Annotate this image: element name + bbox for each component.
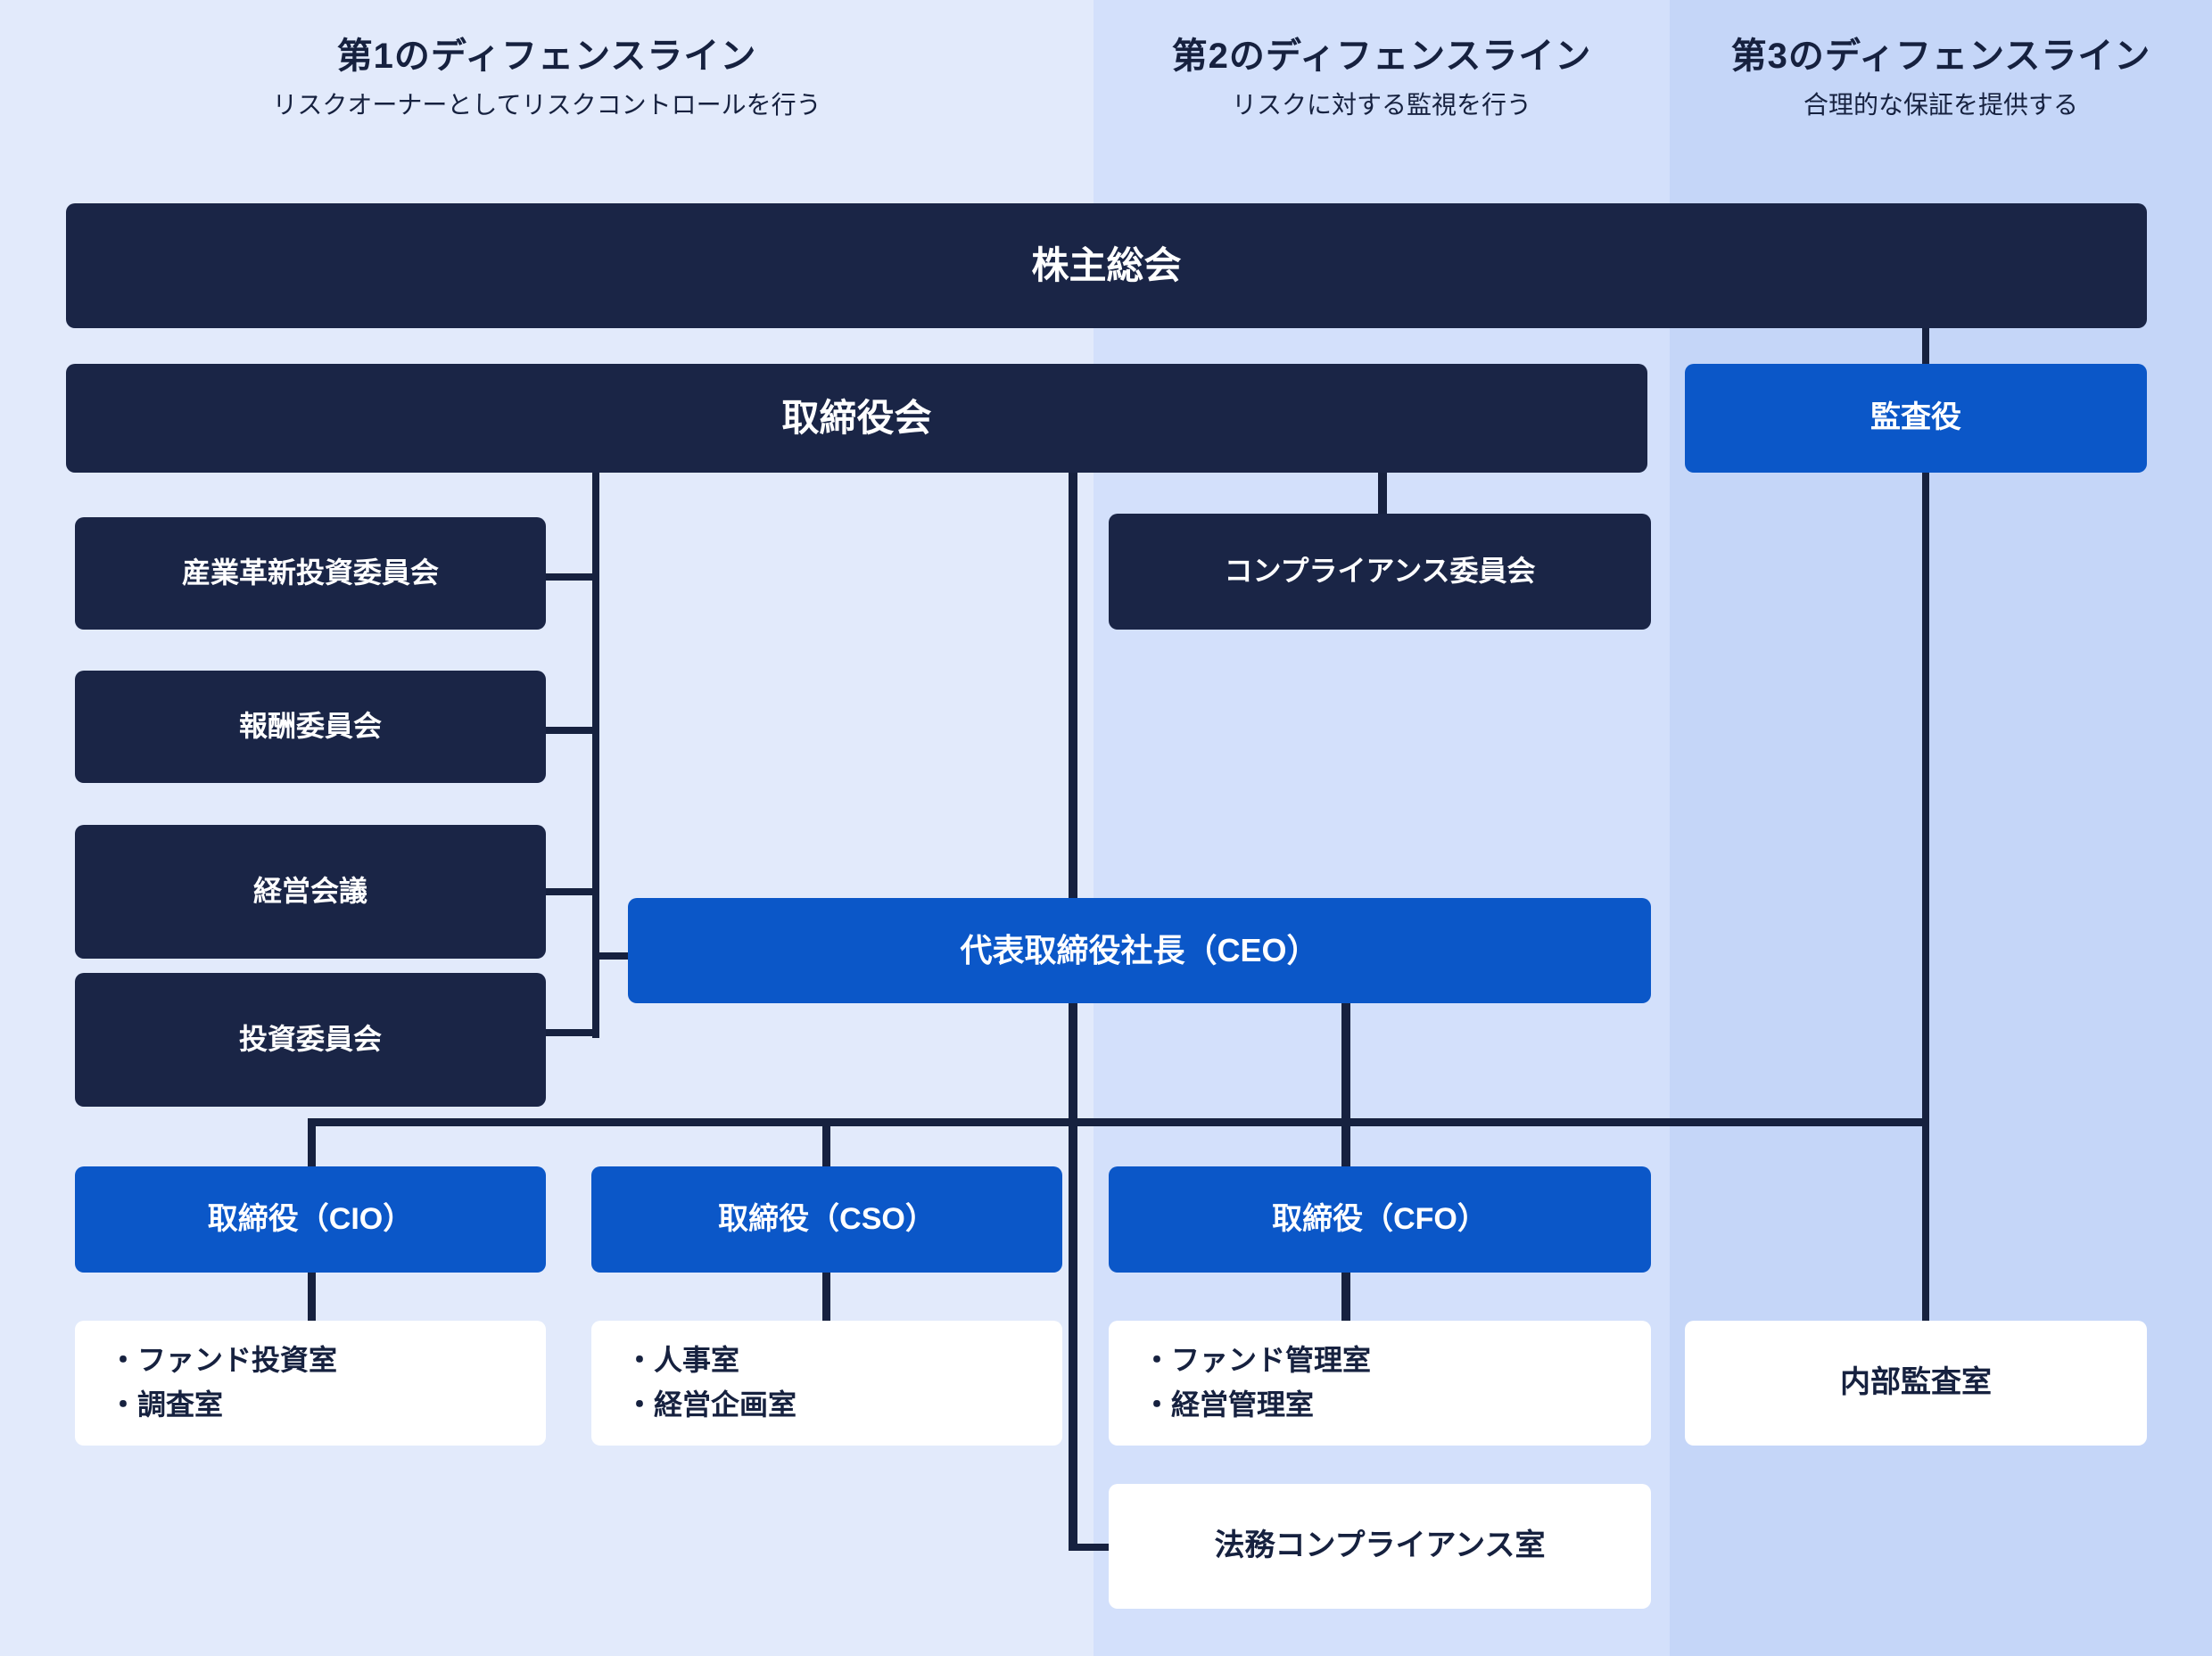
node-internal-audit-office[interactable]: 内部監査室 — [1685, 1321, 2147, 1446]
column-header-third-line-of-defense: 第3のディフェンスライン 合理的な保証を提供する — [1670, 34, 2212, 121]
connector-ceo-left-trunk-vertical — [592, 888, 599, 1036]
column-title: 第3のディフェンスライン — [1730, 37, 2151, 76]
node-legal-compliance-office[interactable]: 法務コンプライアンス室 — [1109, 1484, 1651, 1609]
list-item: ・人事室 — [625, 1344, 740, 1377]
connector-trunk-to-ceo-horizontal — [592, 952, 631, 960]
connector-management-meeting-to-trunk — [546, 888, 596, 895]
node-compensation-committee[interactable]: 報酬委員会 — [75, 671, 546, 783]
node-cfo-departments[interactable]: ・ファンド管理室 ・経営管理室 — [1109, 1321, 1651, 1446]
connector-board-to-legal-compliance-vertical — [1069, 473, 1077, 1551]
node-ceo[interactable]: 代表取締役社長（CEO） — [628, 898, 1651, 1003]
node-shareholders-meeting[interactable]: 株主総会 — [66, 203, 2147, 328]
column-header-first-line-of-defense: 第1のディフェンスライン リスクオーナーとしてリスクコントロールを行う — [0, 34, 1094, 121]
column-subtitle: リスクオーナーとしてリスクコントロールを行う — [272, 91, 821, 119]
node-board-of-directors[interactable]: 取締役会 — [66, 364, 1647, 473]
node-compliance-committee[interactable]: コンプライアンス委員会 — [1109, 514, 1651, 630]
node-cio-departments[interactable]: ・ファンド投資室 ・調査室 — [75, 1321, 546, 1446]
column-title: 第2のディフェンスライン — [1171, 37, 1592, 76]
node-industrial-innovation-investment-committee[interactable]: 産業革新投資委員会 — [75, 517, 546, 630]
connector-ceo-to-directors-vertical — [1341, 1003, 1350, 1122]
node-label: 代表取締役社長（CEO） — [960, 931, 1319, 968]
column-title: 第1のディフェンスライン — [336, 37, 757, 76]
list-item: ・経営企画室 — [625, 1388, 797, 1421]
node-director-cso[interactable]: 取締役（CSO） — [591, 1166, 1062, 1273]
node-label: 取締役（CIO） — [207, 1201, 414, 1236]
column-subtitle: 合理的な保証を提供する — [1803, 91, 2078, 119]
node-label: 株主総会 — [1031, 243, 1182, 286]
connector-shareholders-to-audit-vertical — [1922, 328, 1929, 1336]
list-item: ・調査室 — [109, 1388, 224, 1421]
node-label: 投資委員会 — [238, 1023, 382, 1056]
node-auditor[interactable]: 監査役 — [1685, 364, 2147, 473]
connector-board-to-legal-compliance-horizontal — [1069, 1544, 1115, 1551]
column-subtitle: リスクに対する監視を行う — [1231, 91, 1531, 119]
connector-board-to-compliance-committee — [1378, 473, 1387, 514]
node-label: 取締役（CSO） — [718, 1201, 936, 1236]
node-label: 産業革新投資委員会 — [181, 556, 439, 589]
connector-cfo-to-departments — [1341, 1273, 1350, 1321]
list-item: ・ファンド投資室 — [109, 1344, 338, 1377]
node-director-cfo[interactable]: 取締役（CFO） — [1109, 1166, 1651, 1273]
node-director-cio[interactable]: 取締役（CIO） — [75, 1166, 546, 1273]
column-header-second-line-of-defense: 第2のディフェンスライン リスクに対する監視を行う — [1094, 34, 1670, 121]
node-label: コンプライアンス委員会 — [1224, 555, 1536, 588]
node-label: 取締役（CFO） — [1272, 1201, 1488, 1236]
connector-bus-to-cfo — [1341, 1118, 1350, 1166]
connector-board-to-committees-vertical — [592, 473, 599, 1038]
connector-investment-committee-to-trunk — [546, 1029, 596, 1036]
connector-bus-to-cso — [822, 1118, 830, 1166]
list-item: ・ファンド管理室 — [1143, 1344, 1372, 1377]
node-label: 経営会議 — [252, 875, 367, 908]
node-management-meeting[interactable]: 経営会議 — [75, 825, 546, 959]
node-label: 法務コンプライアンス室 — [1214, 1528, 1546, 1563]
connector-board-to-industrial-committee — [546, 573, 596, 581]
connector-bus-to-cio — [308, 1118, 316, 1166]
node-label: 取締役会 — [781, 396, 932, 439]
node-cso-departments[interactable]: ・人事室 ・経営企画室 — [591, 1321, 1062, 1446]
connector-directors-bus-horizontal — [308, 1118, 1924, 1126]
connector-board-to-compensation-committee — [546, 727, 596, 734]
connector-auditor-to-internal-audit — [1922, 1273, 1929, 1321]
node-label: 監査役 — [1870, 400, 1961, 435]
node-investment-committee[interactable]: 投資委員会 — [75, 973, 546, 1107]
connector-cio-to-departments — [308, 1273, 316, 1321]
node-label: 内部監査室 — [1840, 1365, 1992, 1400]
node-label: 報酬委員会 — [238, 710, 382, 743]
list-item: ・経営管理室 — [1143, 1388, 1315, 1421]
connector-cso-to-departments — [822, 1273, 830, 1321]
